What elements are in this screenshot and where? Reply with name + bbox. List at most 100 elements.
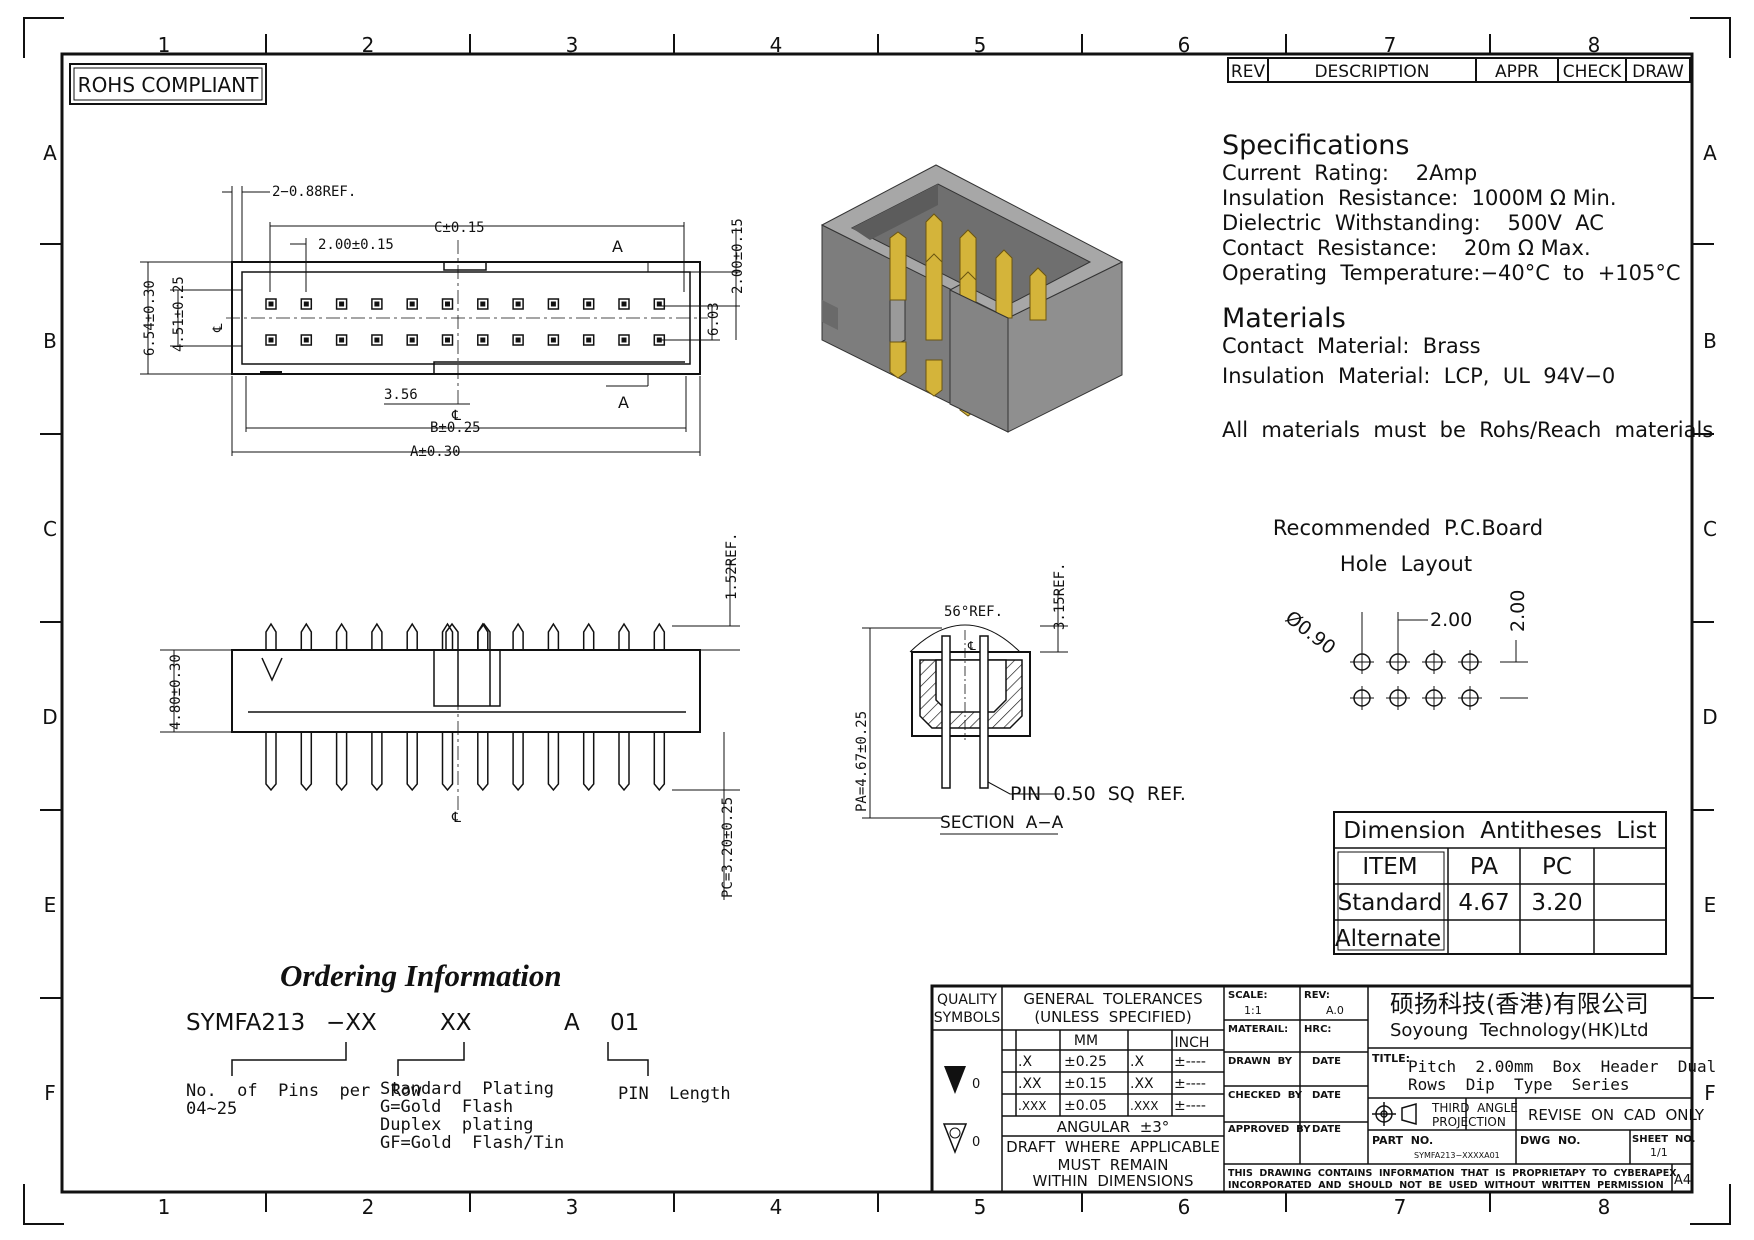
spec-line: Insulation Resistance: 1000M Ω Min. (1222, 186, 1617, 210)
plating-option: Duplex plating (380, 1115, 534, 1135)
side-pin-upper (512, 622, 524, 650)
rev-value: A.0 (1326, 1004, 1344, 1017)
dim-pitch: 2.00±0.15 (318, 237, 394, 253)
pitch-y: 2.00 (1507, 590, 1529, 632)
plating-option: GF=Gold Flash/Tin (380, 1133, 564, 1153)
side-pin-lower (618, 732, 630, 792)
pin-size-label: PIN 0.50 SQ REF. (1010, 783, 1186, 805)
centerline-symbol: ℄ (967, 639, 976, 653)
antitheses-header: PC (1542, 854, 1572, 880)
top-pin-core (550, 301, 556, 307)
revise-note: REVISE ON CAD ONLY (1528, 1106, 1705, 1124)
col-label-bottom: 3 (566, 1195, 579, 1219)
proprietary-notice: THIS DRAWING CONTAINS INFORMATION THAT I… (1228, 1168, 1677, 1179)
top-pin-core (409, 337, 415, 343)
top-pin-core (268, 337, 274, 343)
row-label-right: B (1703, 329, 1717, 353)
col-label-bottom: 8 (1598, 1195, 1611, 1219)
dim-pa: PA=4.67±0.25 (854, 711, 870, 812)
antitheses-cell: Alternate (1335, 926, 1441, 952)
side-pin-upper (582, 622, 595, 650)
top-pin-outline (547, 334, 560, 346)
description-header: DESCRIPTION (1314, 62, 1429, 82)
materials-title: Materials (1222, 303, 1346, 334)
side-pin-sectioned (477, 622, 491, 706)
side-pin-upper (371, 622, 383, 650)
title-label: TITLE: (1372, 1052, 1410, 1065)
row-label-right: F (1704, 1081, 1716, 1105)
order-code-pins: −XX (326, 1010, 377, 1036)
pin-length: PIN Length (618, 1084, 731, 1104)
col-label-top: 3 (566, 33, 579, 57)
side-pin-lower (512, 732, 524, 792)
centerline-symbol: ℄ (451, 810, 461, 826)
zone-ticks (40, 34, 1714, 1212)
zone-labels: 1 2 3 4 5 6 7 8 1 2 3 4 5 6 7 8 A B C D … (42, 33, 1717, 1219)
tol-cell: ±---- (1174, 1054, 1206, 1070)
pitch-x: 2.00 (1430, 609, 1472, 631)
top-pin-core (445, 337, 450, 343)
dim-603: 6.03 (706, 302, 722, 336)
order-code-base: SYMFA213 (186, 1010, 305, 1036)
col-label-bottom: 4 (770, 1195, 783, 1219)
part-no-label: PART NO. (1372, 1134, 1433, 1147)
rev-label: REV: (1304, 990, 1330, 1001)
inch-header: INCH (1175, 1035, 1210, 1051)
ordering-title: Ordering Information (280, 958, 562, 993)
pcb-title-line2: Hole Layout (1340, 552, 1472, 576)
top-pin-outline (512, 298, 524, 310)
finish-symbol-open (942, 1123, 968, 1155)
side-pin-lower (300, 732, 313, 792)
side-pin-upper (265, 622, 277, 650)
top-pin-outline (265, 334, 277, 346)
pcb-hole-layout: Recommended P.C.Board Hole Layout Ø0.90 … (1273, 516, 1543, 710)
top-pin-outline (335, 298, 348, 310)
projection-line1: THIRD ANGLE (1431, 1101, 1518, 1115)
top-pin-core (339, 337, 345, 343)
top-pin-outline (406, 298, 418, 310)
tol-cell: .XX (1018, 1076, 1042, 1092)
tol-cell: ±0.25 (1064, 1054, 1107, 1070)
side-pin-lower (371, 732, 383, 792)
check-header: CHECK (1563, 62, 1622, 82)
side-pin-upper (547, 622, 560, 650)
row-label-left: B (43, 329, 57, 353)
materials-note: All materials must be Rohs/Reach materia… (1222, 418, 1713, 442)
finish-symbol-filled (944, 1066, 966, 1094)
side-pin-lower (547, 732, 560, 792)
dim-152-ref: 1.52REF. (724, 533, 740, 600)
checked-by: CHECKED BY (1228, 1090, 1303, 1101)
proprietary-notice: INCORPORATED AND SHOULD NOT BE USED WITH… (1228, 1180, 1664, 1191)
rev-header: REV (1231, 62, 1266, 82)
specifications: Specifications Current Rating: 2Amp Insu… (1222, 130, 1713, 442)
sheet-no-value: 1/1 (1650, 1146, 1668, 1159)
rohs-label: ROHS COMPLIANT (78, 73, 259, 97)
antitheses-table: Dimension Antitheses List ITEM PA PC Sta… (1333, 811, 1667, 955)
tol-cell: .X (1130, 1054, 1144, 1070)
top-pin-core (409, 301, 415, 307)
drawn-date: DATE (1312, 1056, 1341, 1067)
dim-pc: PC=3.20±0.25 (720, 797, 736, 898)
angular-tolerance: ANGULAR ±3° (1057, 1118, 1170, 1136)
side-pin-upper (335, 622, 348, 650)
pcb-title-line1: Recommended P.C.Board (1273, 516, 1543, 540)
top-pin-core (656, 337, 662, 343)
antitheses-cell: 3.20 (1531, 890, 1582, 916)
plating-option: G=Gold Flash (380, 1097, 513, 1117)
side-pin-lower (406, 732, 418, 792)
approved-by: APPROVED BY (1228, 1124, 1311, 1135)
tol-cell: ±0.05 (1064, 1098, 1107, 1114)
finish-symbol-value: 0 (972, 1077, 980, 1092)
title-block: QUALITY SYMBOLS 0 0 GENERAL TOLERANCES (… (930, 984, 1716, 1194)
side-pin-lower (582, 732, 595, 792)
row-label-right: A (1703, 141, 1717, 165)
col-label-top: 2 (362, 33, 375, 57)
top-pin-outline (582, 334, 595, 346)
dim-315-ref: 3.15REF. (1052, 563, 1068, 630)
company-name-cn: 硕扬科技(香港)有限公司 (1390, 990, 1649, 1018)
appr-header: APPR (1495, 62, 1539, 82)
mm-header: MM (1074, 1033, 1098, 1049)
side-pin-row (265, 622, 666, 792)
antitheses-cell: Standard (1338, 890, 1443, 916)
